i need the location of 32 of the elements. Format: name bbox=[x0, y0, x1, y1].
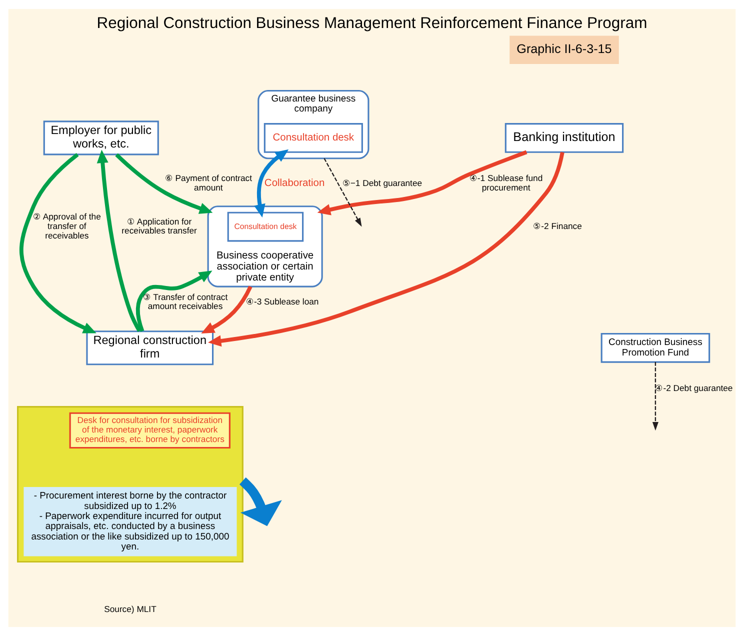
edge-label: ③ Transfer of contract amount receivables bbox=[142, 291, 228, 311]
arrow bbox=[324, 158, 362, 226]
node-box: Construction Business Promotion Fund bbox=[600, 332, 710, 362]
arrow bbox=[20, 152, 96, 333]
label: Graphic II-6-3-15 bbox=[516, 41, 612, 56]
node-box: Banking institution bbox=[504, 122, 624, 152]
edge-label: ④-1 Sublease fund procurement bbox=[469, 172, 543, 192]
edge-label: ⑥ Payment of contract amount bbox=[164, 172, 252, 192]
cluster bbox=[17, 406, 244, 562]
arrow bbox=[136, 270, 212, 332]
diagram-title: Regional Construction Business Management Reinforcement Finance Program bbox=[96, 14, 648, 32]
arrow bbox=[208, 151, 564, 346]
edge-label: ④-2 Debt guarantee bbox=[655, 382, 733, 392]
edge-label: ⑤-2 Finance bbox=[533, 220, 582, 230]
edge-label: ④-3 Sublease loan bbox=[246, 296, 319, 306]
node-box: Consultation desk bbox=[264, 122, 363, 152]
arrow bbox=[115, 152, 213, 214]
arrow bbox=[652, 362, 658, 430]
edge-label: ② Approval of the transfer of receivables bbox=[32, 211, 101, 240]
arrow bbox=[96, 149, 142, 332]
edge-label: ① Application for receivables transfer bbox=[122, 216, 197, 236]
edge-label: ⑤−1 Debt guarantee bbox=[342, 177, 422, 188]
node-box: Regional construction firm bbox=[86, 330, 214, 365]
arrow bbox=[317, 150, 528, 215]
arrow bbox=[201, 285, 252, 333]
node-box: Consultation desk bbox=[227, 211, 304, 242]
node-box: - Procurement interest borne by the contractor subsidized up to 1.2% - Paperwork expenditure incurred for output appraisals, etc. conducted by a business association or the like subsidized up to 150,000 yen. bbox=[24, 486, 237, 556]
node-box: Employer for public works, etc. bbox=[43, 120, 159, 155]
node-box: Desk for consultation for subsidization of the monetary interest, paperwork expenditures, etc. borne by contractors bbox=[69, 412, 230, 448]
caption: Source) MLIT bbox=[104, 603, 156, 614]
arrow bbox=[254, 148, 289, 217]
edge-label: Collaboration bbox=[264, 178, 325, 189]
